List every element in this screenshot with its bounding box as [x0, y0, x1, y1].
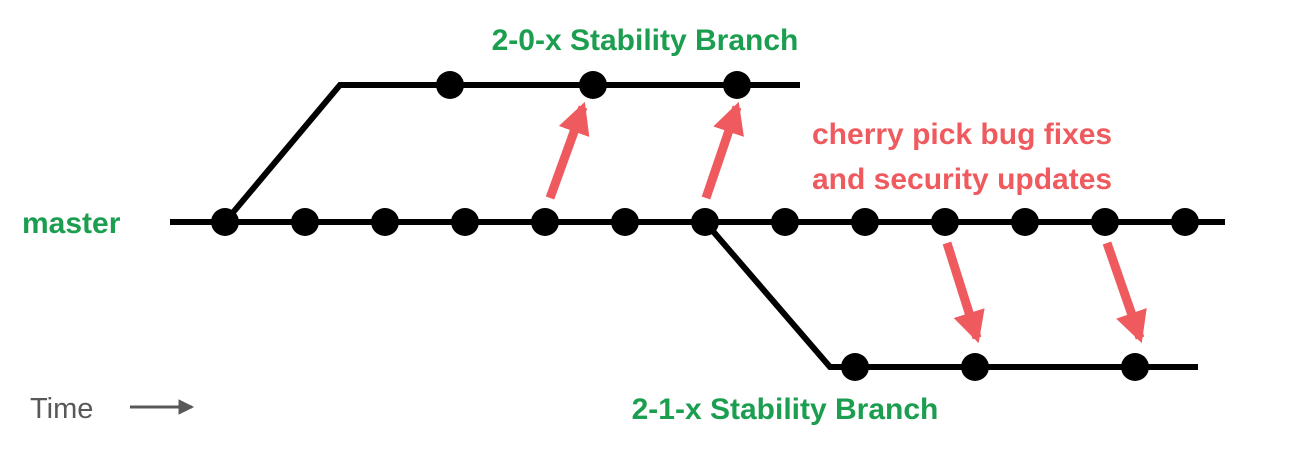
- master-commit-dot: [771, 208, 799, 236]
- master-commit-dot: [291, 208, 319, 236]
- bottom-branch-commit-dot: [841, 353, 869, 381]
- time-axis-label: Time: [30, 393, 93, 425]
- bottom-branch-label: 2-1-x Stability Branch: [632, 393, 939, 426]
- top-branch-line: [222, 82, 800, 224]
- top-branch-commit-dot: [579, 71, 607, 99]
- top-branch-commit-dot: [723, 71, 751, 99]
- master-commit-dot: [851, 208, 879, 236]
- master-commit-dot: [531, 208, 559, 236]
- shapes-layer: [170, 71, 1225, 381]
- top-branch-label: 2-0-x Stability Branch: [492, 24, 799, 57]
- master-commit-dot: [1011, 208, 1039, 236]
- bottom-branch-commit-dot: [1121, 353, 1149, 381]
- cherry-pick-arrow: [701, 101, 744, 200]
- master-commit-dot: [931, 208, 959, 236]
- master-branch-label: master: [22, 207, 121, 240]
- cherry-pick-annotation-line1: cherry pick bug fixes: [812, 118, 1112, 151]
- master-commit-dot: [211, 208, 239, 236]
- bottom-branch-commit-dot: [961, 353, 989, 381]
- master-commit-dot: [451, 208, 479, 236]
- cherry-pick-annotation-line2: and security updates: [812, 163, 1112, 196]
- master-commit-dot: [1171, 208, 1199, 236]
- cherry-pick-arrow: [545, 101, 590, 200]
- master-commit-dot: [691, 208, 719, 236]
- master-commit-dot: [1091, 208, 1119, 236]
- master-commit-dot: [611, 208, 639, 236]
- master-commit-dot: [371, 208, 399, 236]
- cherry-pick-arrow: [942, 241, 985, 344]
- bottom-branch-line: [702, 220, 1198, 370]
- top-branch-commit-dot: [436, 71, 464, 99]
- cherry-pick-arrow: [1102, 241, 1147, 344]
